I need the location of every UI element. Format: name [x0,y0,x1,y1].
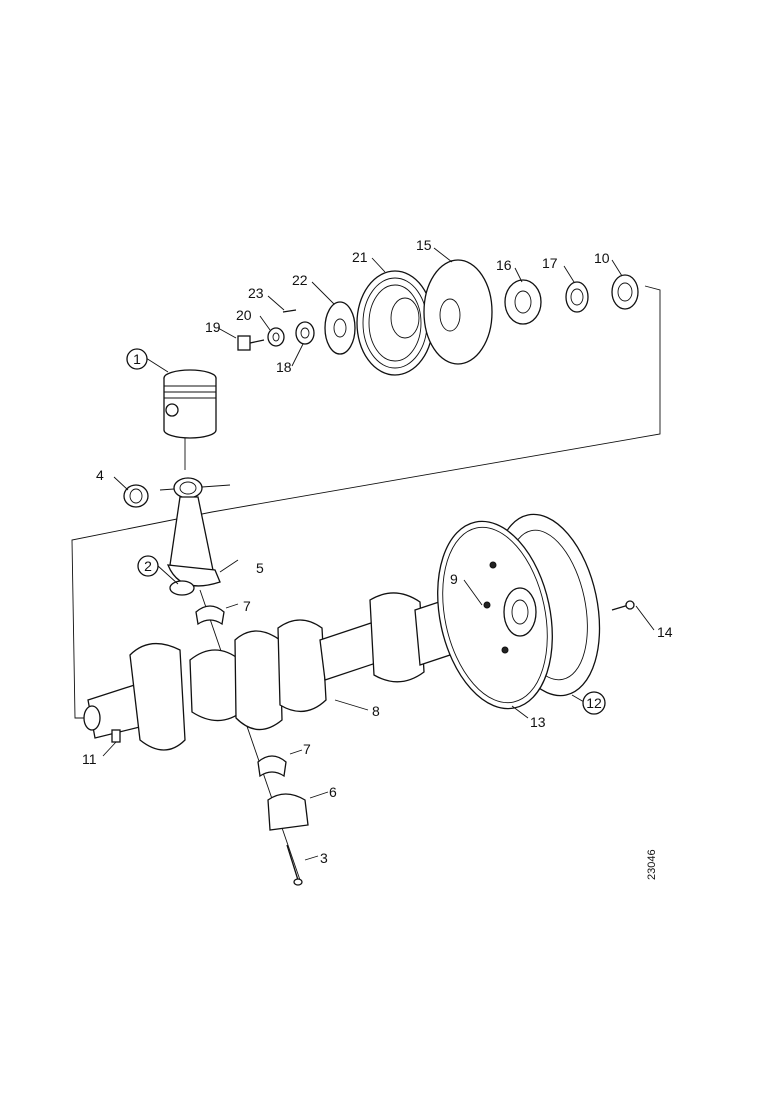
callout-10-label: 10 [594,250,610,266]
crankshaft-pulley [356,270,434,376]
crankshaft-hub [504,279,542,325]
callout-2-label: 2 [144,558,152,574]
callout-13-label: 13 [530,714,546,730]
callout-9-label: 9 [450,571,458,587]
locating-pin [282,309,297,313]
callout-22-label: 22 [292,272,308,288]
callout-20-label: 20 [236,307,252,323]
callout-5-label: 5 [256,560,264,576]
washer-20 [267,327,285,347]
piston [163,369,217,439]
flywheel-bolt [611,600,635,611]
callout-12: 12 [582,691,606,715]
crankshaft-gear [611,274,639,310]
bearing-shell-upper [195,605,225,626]
callout-7b-label: 7 [303,741,311,757]
callout-18-label: 18 [276,359,292,375]
callout-7a-label: 7 [243,598,251,614]
callout-8-label: 8 [372,703,380,719]
crankshaft [83,592,451,751]
cap-bolt [286,844,303,886]
retaining-plate [324,301,356,355]
callout-2: 2 [137,555,159,577]
callout-11-label: 11 [82,751,97,767]
front-seal [565,281,589,313]
small-end-bush [123,484,149,508]
callout-1-label: 1 [133,351,141,367]
callout-21-label: 21 [352,249,368,265]
flywheel [437,513,601,710]
washer-18 [295,321,315,345]
callout-19-label: 19 [205,319,221,335]
callout-4-label: 4 [96,467,104,483]
callout-17-label: 17 [542,255,558,271]
callout-14-label: 14 [657,624,673,640]
pulley-bolt [237,335,265,351]
callout-16-label: 16 [496,257,512,273]
bearing-cap [267,793,309,831]
callout-1: 1 [126,348,148,370]
callout-23-label: 23 [248,285,264,301]
drawing-reference: 23046 [646,849,658,880]
bearing-shell-lower [257,755,287,778]
callout-12-label: 12 [586,695,602,711]
callout-6-label: 6 [329,784,337,800]
callout-3-label: 3 [320,850,328,866]
callout-15-label: 15 [416,237,432,253]
vibration-damper [423,259,493,365]
pilot-bearing [111,729,121,743]
leader-lines [102,247,655,861]
connecting-rod [166,477,221,596]
